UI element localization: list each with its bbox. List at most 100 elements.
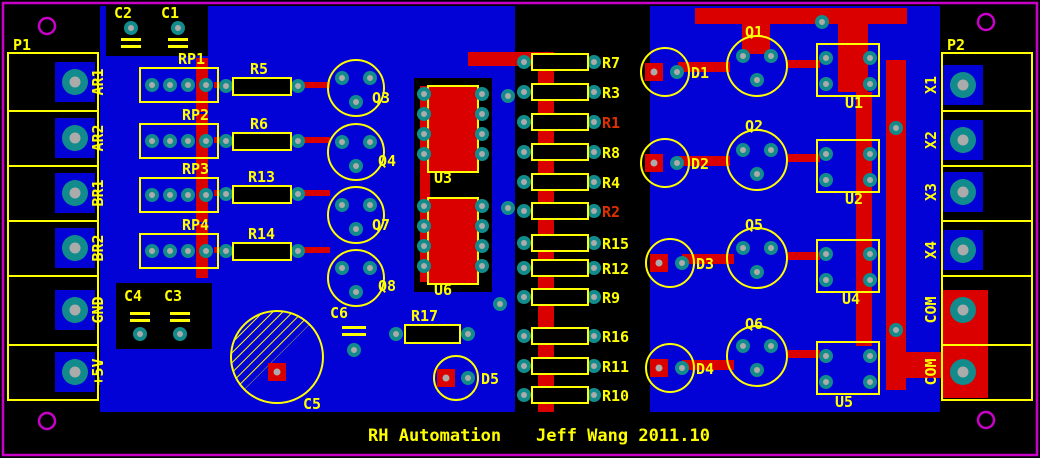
pad [199,188,213,202]
pad [517,55,531,69]
q5-label: Q5 [745,216,763,234]
pad [291,134,305,148]
component-r13[interactable]: R13 [219,168,305,204]
cap-plate [170,319,190,322]
pad [268,363,286,381]
body [531,173,589,191]
component-r14[interactable]: R14 [219,225,305,261]
component-q6[interactable]: Q6 [726,315,788,387]
body-outline [816,341,880,395]
pad [736,49,750,63]
component-r5[interactable]: R5 [219,60,305,96]
u5-label: U5 [835,393,853,411]
component-r11[interactable]: R11 [517,357,629,376]
component-r2[interactable]: R2 [517,202,620,221]
component-r15[interactable]: R15 [517,234,629,253]
pad [517,388,531,402]
component-r7[interactable]: R7 [517,53,620,72]
component-u4[interactable]: U4 [816,239,880,308]
component-d1[interactable]: D1 [640,47,709,97]
component-q1[interactable]: Q1 [726,23,788,97]
component-q7[interactable]: Q7 [327,186,390,244]
component-c3[interactable]: C3 [164,287,190,341]
component-u1[interactable]: U1 [816,43,880,112]
q4-label: Q4 [378,152,396,170]
pad [349,159,363,173]
component-u6[interactable]: U6 [417,197,489,299]
body [232,185,292,204]
p1-pin-label: BR2 [89,234,107,261]
r17-label: R17 [411,307,438,325]
pad [517,85,531,99]
mounting-hole [976,410,996,430]
component-u2[interactable]: U2 [816,139,880,208]
component-c5[interactable]: C5 [230,310,324,413]
u6-label: U6 [434,281,452,299]
pad [587,359,601,373]
component-rp2[interactable]: RP2 [139,106,219,159]
c6-label: C6 [330,304,348,322]
component-rp4[interactable]: RP4 [139,216,219,269]
pad [335,135,349,149]
c2-label: C2 [114,4,132,22]
trace [538,52,554,412]
component-r16[interactable]: R16 [517,327,629,346]
p1-outline [7,52,99,401]
silkscreen-title[interactable]: RH Automation Jeff Wang 2011.10 [368,426,710,446]
component-r8[interactable]: R8 [517,143,620,162]
rp4-label: RP4 [182,216,209,234]
r15-label: R15 [602,235,629,253]
component-r1[interactable]: R1 [517,113,620,132]
component-d3[interactable]: D3 [645,238,714,288]
component-rp3[interactable]: RP3 [139,160,219,213]
clearance [116,283,212,349]
body-outline [726,227,788,289]
component-d5[interactable]: D5 [433,355,499,401]
pad [475,219,489,233]
component-d4[interactable]: D4 [645,343,714,393]
pad [163,78,177,92]
body [232,242,292,261]
component-r4[interactable]: R4 [517,173,620,192]
component-r12[interactable]: R12 [517,259,629,278]
pad [863,77,877,91]
component-q2[interactable]: Q2 [726,117,788,191]
pad [645,63,663,81]
component-q3[interactable]: Q3 [327,59,390,117]
component-r3[interactable]: R3 [517,83,620,102]
pad [750,167,764,181]
body-outline [645,238,695,288]
component-c2[interactable]: C2 [114,4,141,48]
component-q5[interactable]: Q5 [726,216,788,289]
component-c1[interactable]: C1 [161,4,188,48]
component-rp1[interactable]: RP1 [139,50,219,103]
pad [363,135,377,149]
pad [171,21,185,35]
rp3-label: RP3 [182,160,209,178]
component-r17[interactable]: R17 [389,307,475,344]
pad [675,256,689,270]
pad [335,198,349,212]
component-q8[interactable]: Q8 [327,249,396,307]
pad [517,115,531,129]
body-outline [726,35,788,97]
component-d2[interactable]: D2 [640,138,709,188]
pad [517,175,531,189]
component-r9[interactable]: R9 [517,288,620,307]
pad [199,244,213,258]
component-c6[interactable]: C6 [330,304,366,357]
component-u3[interactable]: U3 [417,85,489,187]
component-r10[interactable]: R10 [517,386,629,405]
p1-pin-label: AR1 [89,68,107,95]
r7-label: R7 [602,54,620,72]
component-q4[interactable]: Q4 [327,123,396,181]
connector-p2[interactable]: P2 X1 X2 X3 X4 COM COM [922,36,1033,401]
component-c4[interactable]: C4 [124,287,150,341]
connector-p1[interactable]: P1 AR1 AR2 BR1 BR2 GND +5V [7,36,107,401]
component-r6[interactable]: R6 [219,115,305,151]
via [889,121,903,135]
body [531,53,589,71]
component-u5[interactable]: U5 [816,341,880,411]
body [531,202,589,220]
pad [587,236,601,250]
